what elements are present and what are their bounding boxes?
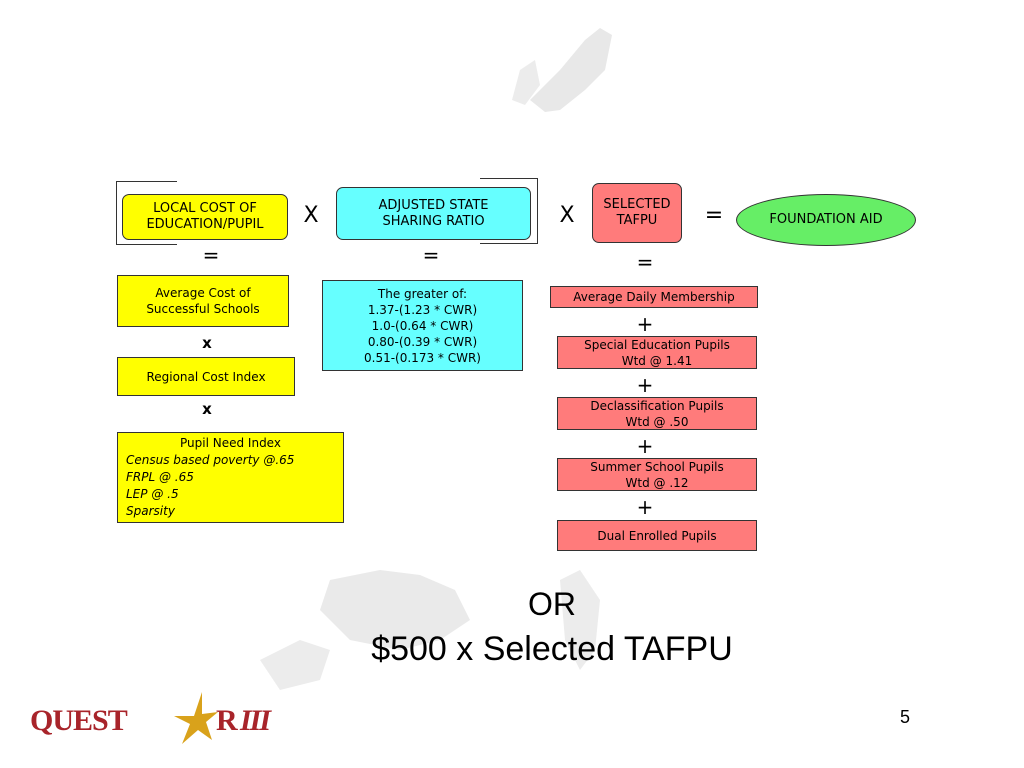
col1-times-2: x xyxy=(202,400,212,418)
summer-line2: Wtd @ .12 xyxy=(625,475,689,490)
avg-cost-line2: Successful Schools xyxy=(146,302,260,316)
regional-cost-box: Regional Cost Index xyxy=(117,357,295,396)
logo-numeral: III xyxy=(240,704,271,737)
greater-of-title: The greater of: xyxy=(377,286,468,301)
pupil-need-item: Sparsity xyxy=(126,504,175,518)
col3-equals: = xyxy=(636,250,654,274)
foundation-aid-label: FOUNDATION AID xyxy=(769,212,883,227)
bracket-right xyxy=(480,178,538,244)
questar-logo: QUEST R III xyxy=(30,690,320,750)
declass-box: Declassification Pupils Wtd @ .50 xyxy=(557,397,757,430)
equals-operator-main: = xyxy=(704,203,724,228)
col1-times-1: x xyxy=(202,334,212,352)
or-text: OR xyxy=(528,586,576,622)
pupil-need-title: Pupil Need Index xyxy=(180,436,281,450)
adm-label: Average Daily Membership xyxy=(573,290,735,304)
bracket-left xyxy=(116,181,177,245)
greater-of-formula: 1.37-(1.23 * CWR) xyxy=(367,302,478,317)
star-icon xyxy=(174,692,218,744)
sped-line1: Special Education Pupils xyxy=(584,337,730,352)
page-number: 5 xyxy=(900,707,911,727)
adjusted-ratio-line1: ADJUSTED STATE xyxy=(378,197,489,213)
logo-text-right: R xyxy=(216,704,238,737)
greater-of-formula: 0.51-(0.173 * CWR) xyxy=(364,350,481,365)
pupil-need-box: Pupil Need Index Census based poverty @.… xyxy=(117,432,344,523)
greater-of-formula: 1.0-(0.64 * CWR) xyxy=(371,318,474,333)
greater-of-box: The greater of: 1.37-(1.23 * CWR) 1.0-(0… xyxy=(322,280,523,371)
col3-plus-2: + xyxy=(636,373,654,397)
pupil-need-item: FRPL @ .65 xyxy=(126,470,194,484)
times-operator-1: X xyxy=(303,203,319,228)
alternative-formula: $500 x Selected TAFPU xyxy=(371,630,733,668)
pupil-need-item: Census based poverty @.65 xyxy=(126,453,295,467)
sped-box: Special Education Pupils Wtd @ 1.41 xyxy=(557,336,757,369)
pupil-need-item: LEP @ .5 xyxy=(126,487,179,501)
col1-equals: = xyxy=(202,243,220,267)
summer-line1: Summer School Pupils xyxy=(590,459,724,474)
times-operator-2: X xyxy=(559,203,575,228)
col3-plus-1: + xyxy=(636,312,654,336)
adjusted-ratio-box: ADJUSTED STATE SHARING RATIO xyxy=(336,187,531,240)
greater-of-formula: 0.80-(0.39 * CWR) xyxy=(367,334,478,349)
avg-cost-line1: Average Cost of xyxy=(155,286,251,300)
local-cost-line2: EDUCATION/PUPIL xyxy=(146,217,264,232)
logo-text-left: QUEST xyxy=(30,704,128,737)
foundation-aid-oval: FOUNDATION AID xyxy=(736,194,916,246)
selected-tafpu-box: SELECTED TAFPU xyxy=(592,183,682,243)
selected-tafpu-line1: SELECTED xyxy=(603,197,671,212)
col3-plus-3: + xyxy=(636,434,654,458)
adm-box: Average Daily Membership xyxy=(550,286,758,308)
local-cost-line1: LOCAL COST OF xyxy=(153,201,257,216)
selected-tafpu-line2: TAFPU xyxy=(616,213,658,228)
dual-label: Dual Enrolled Pupils xyxy=(597,528,717,543)
col2-equals: = xyxy=(422,243,440,267)
sped-line2: Wtd @ 1.41 xyxy=(621,353,693,368)
local-cost-box: LOCAL COST OF EDUCATION/PUPIL xyxy=(122,194,288,240)
dual-box: Dual Enrolled Pupils xyxy=(557,520,757,551)
summer-box: Summer School Pupils Wtd @ .12 xyxy=(557,458,757,491)
declass-line2: Wtd @ .50 xyxy=(625,414,689,429)
regional-cost-label: Regional Cost Index xyxy=(146,369,266,384)
declass-line1: Declassification Pupils xyxy=(590,398,724,413)
col3-plus-4: + xyxy=(636,495,654,519)
adjusted-ratio-line2: SHARING RATIO xyxy=(382,213,485,229)
avg-cost-box: Average Cost of Successful Schools xyxy=(117,275,289,327)
